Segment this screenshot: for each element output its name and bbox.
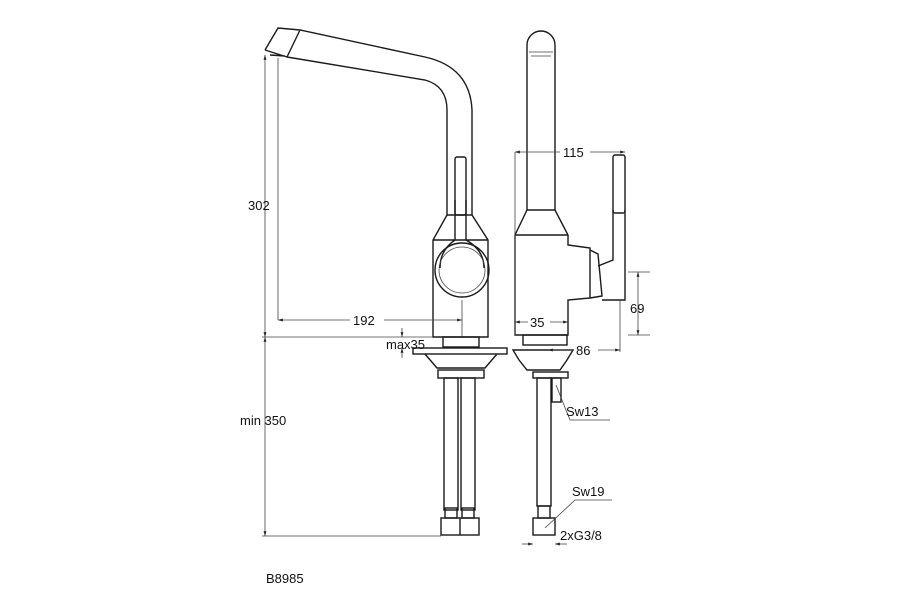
dim-115: 115 — [563, 145, 584, 160]
model-code: B8985 — [266, 571, 304, 586]
dim-69: 69 — [630, 301, 644, 316]
side-view — [511, 30, 626, 536]
handle-disc-front — [434, 242, 490, 298]
hose-side — [536, 377, 552, 507]
dim-302: 302 — [248, 198, 270, 213]
callout-sw13: Sw13 — [566, 404, 599, 419]
body-front — [432, 214, 489, 338]
dimension-lines — [262, 55, 650, 546]
lever-front — [454, 156, 467, 216]
hose-right — [460, 377, 476, 511]
spout-front — [264, 27, 473, 215]
dim-max35: max35 — [386, 337, 425, 352]
front-view — [264, 27, 508, 536]
dim-86: 86 — [576, 343, 590, 358]
spout-side — [526, 30, 556, 210]
dim-min350: min 350 — [240, 413, 286, 428]
callout-sw19: Sw19 — [572, 484, 605, 499]
lever-side — [612, 154, 626, 214]
body-side — [514, 209, 591, 336]
dim-35: 35 — [530, 315, 544, 330]
callout-g38: 2xG3/8 — [560, 528, 602, 543]
dim-192: 192 — [353, 313, 375, 328]
dimension-labels: 302 192 max35 min 350 115 69 35 86 Sw13 … — [240, 145, 644, 586]
hose-left — [443, 377, 459, 511]
